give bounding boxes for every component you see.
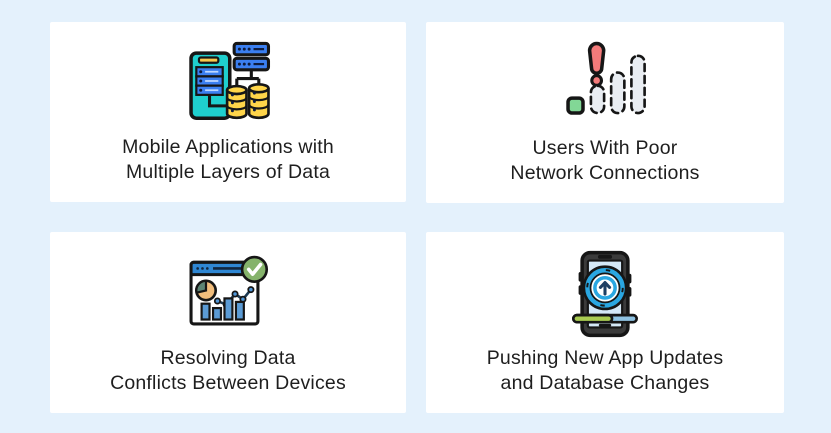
card-caption: Resolving Data Conflicts Between Devices [110, 346, 346, 396]
card-caption: Pushing New App Updates and Database Cha… [487, 346, 724, 396]
caption-line-1: Mobile Applications with [122, 136, 334, 158]
phone-upload-progress-icon [561, 250, 649, 338]
analytics-window-check-icon [184, 250, 272, 338]
caption-line-2: Conflicts Between Devices [110, 371, 346, 394]
caption-line-1: Pushing New App Updates [486, 346, 724, 369]
phone-servers-databases-icon [184, 39, 272, 127]
card-mobile-multi-layer-data: Mobile Applications with Multiple Layers… [50, 22, 406, 202]
caption-line-2: and Database Changes [500, 371, 710, 394]
card-resolving-data-conflicts: Resolving Data Conflicts Between Devices [50, 232, 406, 413]
caption-line-2: Multiple Layers of Data [125, 161, 330, 183]
caption-line-2: Network Connections [510, 161, 700, 184]
card-caption: Users With Poor Network Connections [510, 136, 699, 186]
caption-line-1: Resolving Data [160, 346, 296, 369]
weak-signal-warning-icon [561, 40, 649, 128]
caption-line-1: Users With Poor [532, 136, 678, 159]
card-caption: Mobile Applications with Multiple Layers… [122, 135, 334, 185]
card-poor-network-connections: Users With Poor Network Connections [426, 22, 784, 203]
card-pushing-app-updates: Pushing New App Updates and Database Cha… [426, 232, 784, 413]
